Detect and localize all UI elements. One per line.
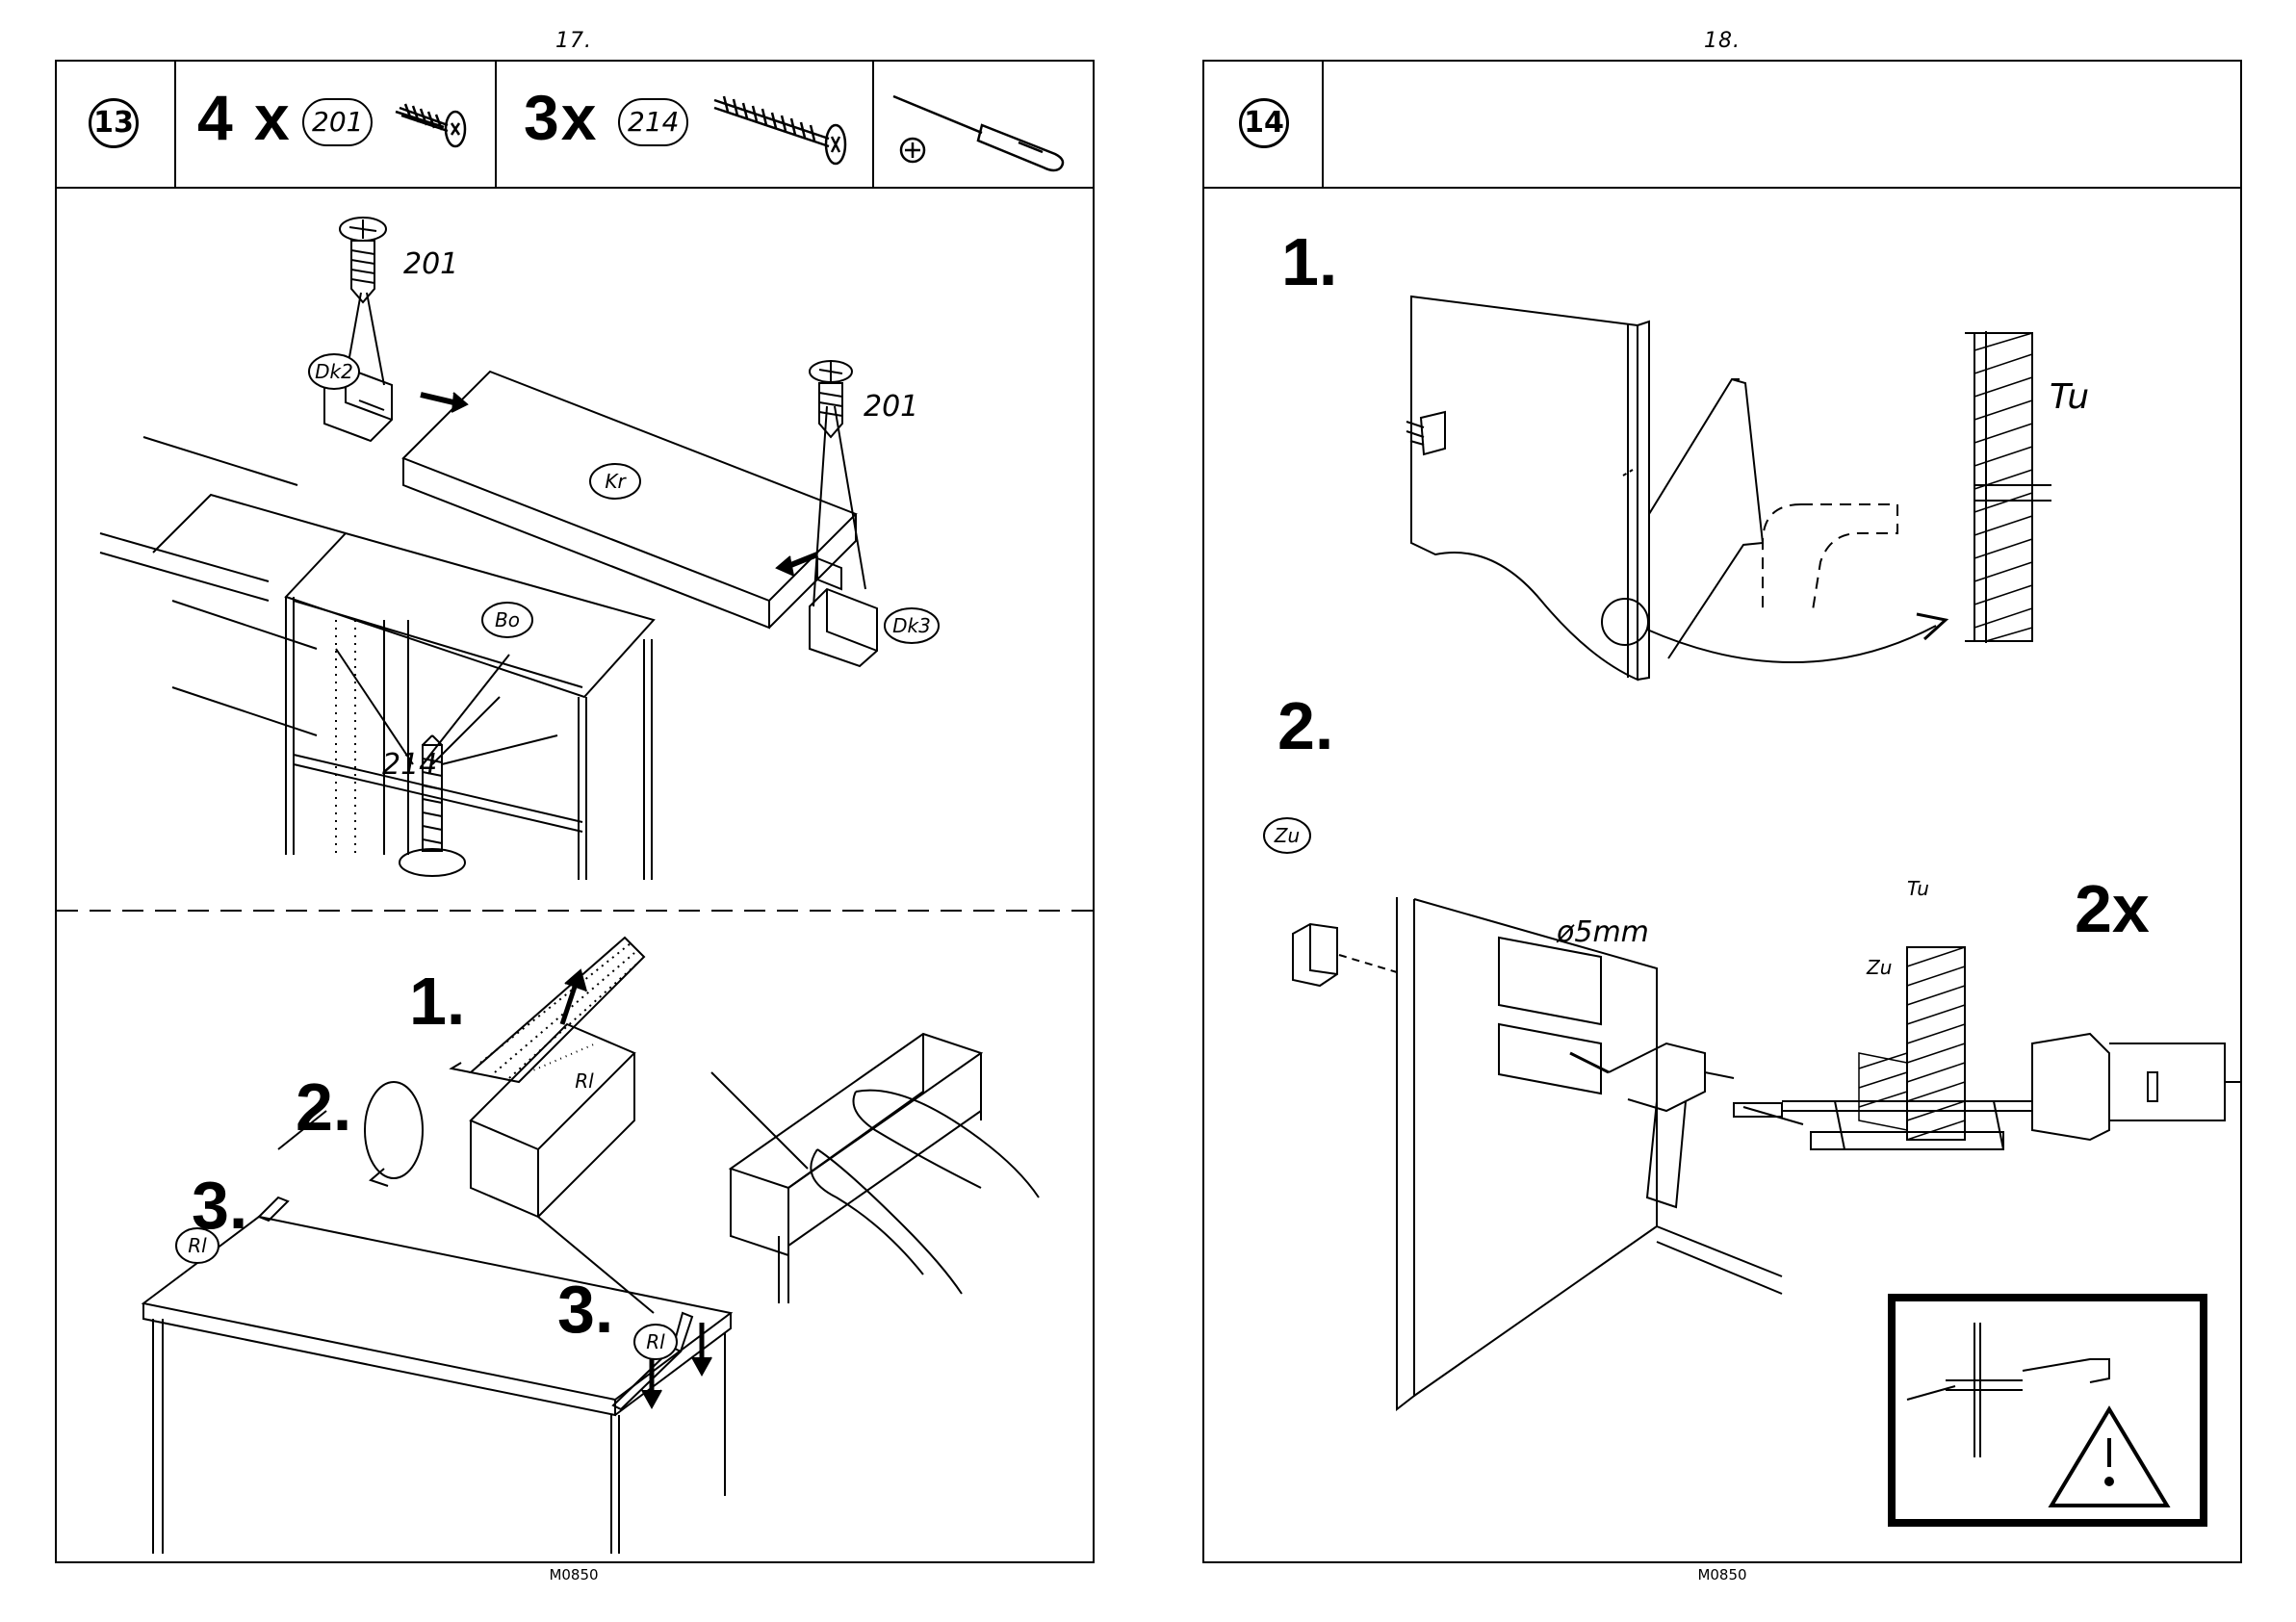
part-label-dk2: Dk2 [315, 360, 353, 383]
part-label-tu: Tu [2050, 377, 2089, 417]
page-number: 18. [1148, 29, 2296, 53]
step-13-panel: 13 4 x 201 3x 214 [55, 60, 1095, 1563]
part-label-tu: Tu [1907, 877, 1929, 900]
document-code: M0850 [1148, 1566, 2296, 1583]
substep-label-1: 1. [1281, 224, 1337, 299]
page-18: 18. 14 [1148, 0, 2296, 1622]
part-label-zu: Zu [1866, 956, 1892, 979]
part-label-zu: Zu [1274, 824, 1300, 847]
part-label-rl: Rl [188, 1234, 207, 1257]
upper-assembly-illustration: 201 201 214 Dk2 Kr Bo Dk3 [57, 62, 1093, 1561]
page-number: 17. [0, 29, 1148, 53]
screw-label-201: 201 [864, 390, 918, 424]
door-drilling-illustration: 1. 2. 2x Tu ø5mm Tu Zu Zu [1204, 62, 2240, 1561]
substep-label-1: 1. [409, 964, 465, 1039]
substep-label-3: 3. [557, 1272, 613, 1347]
part-label-bo: Bo [495, 608, 520, 631]
screw-label-201: 201 [403, 247, 458, 281]
part-label-kr: Kr [605, 470, 627, 493]
substep-label-2: 2. [296, 1069, 351, 1145]
page-17: 17. 13 4 x 201 [0, 0, 1148, 1622]
part-label-dk3: Dk3 [892, 614, 931, 637]
screw-label-214: 214 [382, 748, 437, 782]
part-label-rl: Rl [575, 1069, 594, 1093]
step-14-panel: 14 [1202, 60, 2242, 1563]
document-code: M0850 [0, 1566, 1148, 1583]
part-label-rl: Rl [646, 1330, 665, 1353]
warning-triangle-icon [2104, 1477, 2114, 1486]
drill-size-label: ø5mm [1556, 915, 1649, 949]
repeat-count: 2x [2075, 871, 2150, 946]
substep-label-2: 2. [1277, 688, 1333, 763]
